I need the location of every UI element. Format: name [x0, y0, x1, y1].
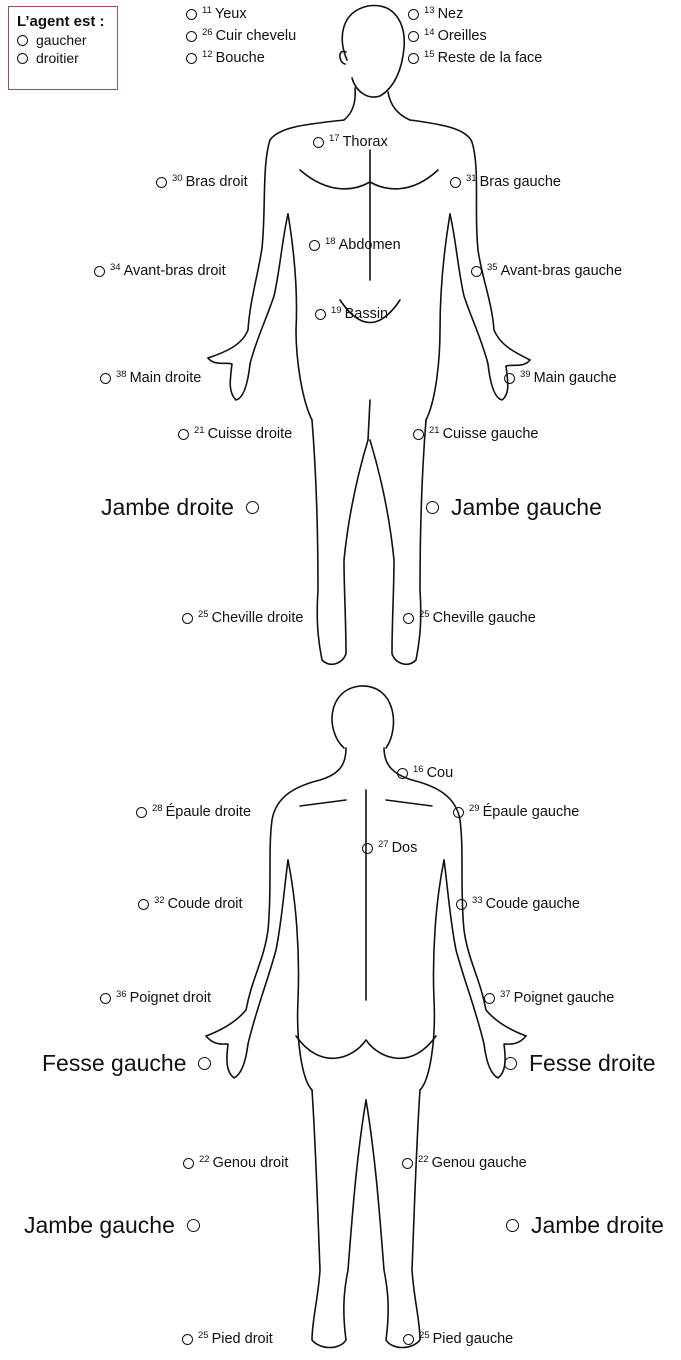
radio-circle-icon[interactable]	[138, 899, 149, 910]
radio-circle-icon[interactable]	[408, 9, 419, 20]
radio-circle-icon[interactable]	[504, 373, 515, 384]
radio-circle-icon[interactable]	[183, 1158, 194, 1169]
radio-circle-icon[interactable]	[187, 1219, 200, 1232]
radio-circle-icon[interactable]	[315, 309, 326, 320]
radio-circle-icon[interactable]	[450, 177, 461, 188]
radio-circle-icon[interactable]	[408, 53, 419, 64]
radio-circle-icon[interactable]	[136, 807, 147, 818]
radio-circle-icon[interactable]	[246, 501, 259, 514]
handedness-title: L’agent est :	[17, 13, 111, 31]
radio-circle-icon[interactable]	[403, 613, 414, 624]
radio-circle-icon[interactable]	[506, 1219, 519, 1232]
option-label: droitier	[36, 49, 79, 67]
option-label: gaucher	[36, 31, 87, 49]
radio-circle-icon[interactable]	[182, 1334, 193, 1345]
radio-circle-icon[interactable]	[408, 31, 419, 42]
radio-circle-icon[interactable]	[403, 1334, 414, 1345]
radio-circle-icon[interactable]	[471, 266, 482, 277]
fesse-gauche[interactable]: Fesse gauche	[42, 1050, 223, 1077]
jambe-gauche-back[interactable]: Jambe gauche	[24, 1212, 212, 1239]
jambe-gauche-front[interactable]: Jambe gauche	[414, 494, 602, 521]
back-body-figure	[206, 686, 526, 1348]
radio-circle-icon[interactable]	[186, 31, 197, 42]
radio-circle-icon[interactable]	[100, 373, 111, 384]
jambe-droite-front[interactable]: Jambe droite	[101, 494, 271, 521]
option-gaucher[interactable]: gaucher	[17, 31, 111, 49]
jambe-droite-back[interactable]: Jambe droite	[494, 1212, 664, 1239]
radio-circle-icon[interactable]	[198, 1057, 211, 1070]
radio-circle-icon[interactable]	[456, 899, 467, 910]
radio-circle-icon[interactable]	[426, 501, 439, 514]
radio-circle-icon[interactable]	[413, 429, 424, 440]
radio-circle-icon[interactable]	[94, 266, 105, 277]
radio-circle-icon[interactable]	[397, 768, 408, 779]
radio-circle-icon[interactable]	[186, 9, 197, 20]
fesse-droite[interactable]: Fesse droite	[492, 1050, 656, 1077]
radio-circle-icon[interactable]	[453, 807, 464, 818]
radio-circle-icon[interactable]	[484, 993, 495, 1004]
front-body-figure	[208, 6, 530, 665]
radio-circle-icon[interactable]	[182, 613, 193, 624]
radio-circle-icon[interactable]	[402, 1158, 413, 1169]
handedness-box: L’agent est : gaucher droitier	[8, 6, 118, 90]
radio-circle-icon[interactable]	[178, 429, 189, 440]
radio-circle-icon[interactable]	[313, 137, 324, 148]
radio-circle-icon[interactable]	[186, 53, 197, 64]
radio-circle-icon[interactable]	[504, 1057, 517, 1070]
radio-circle-icon[interactable]	[309, 240, 320, 251]
option-droitier[interactable]: droitier	[17, 49, 111, 67]
radio-circle-icon[interactable]	[156, 177, 167, 188]
radio-circle-icon[interactable]	[17, 35, 28, 46]
radio-circle-icon[interactable]	[17, 53, 28, 64]
radio-circle-icon[interactable]	[100, 993, 111, 1004]
radio-circle-icon[interactable]	[362, 843, 373, 854]
